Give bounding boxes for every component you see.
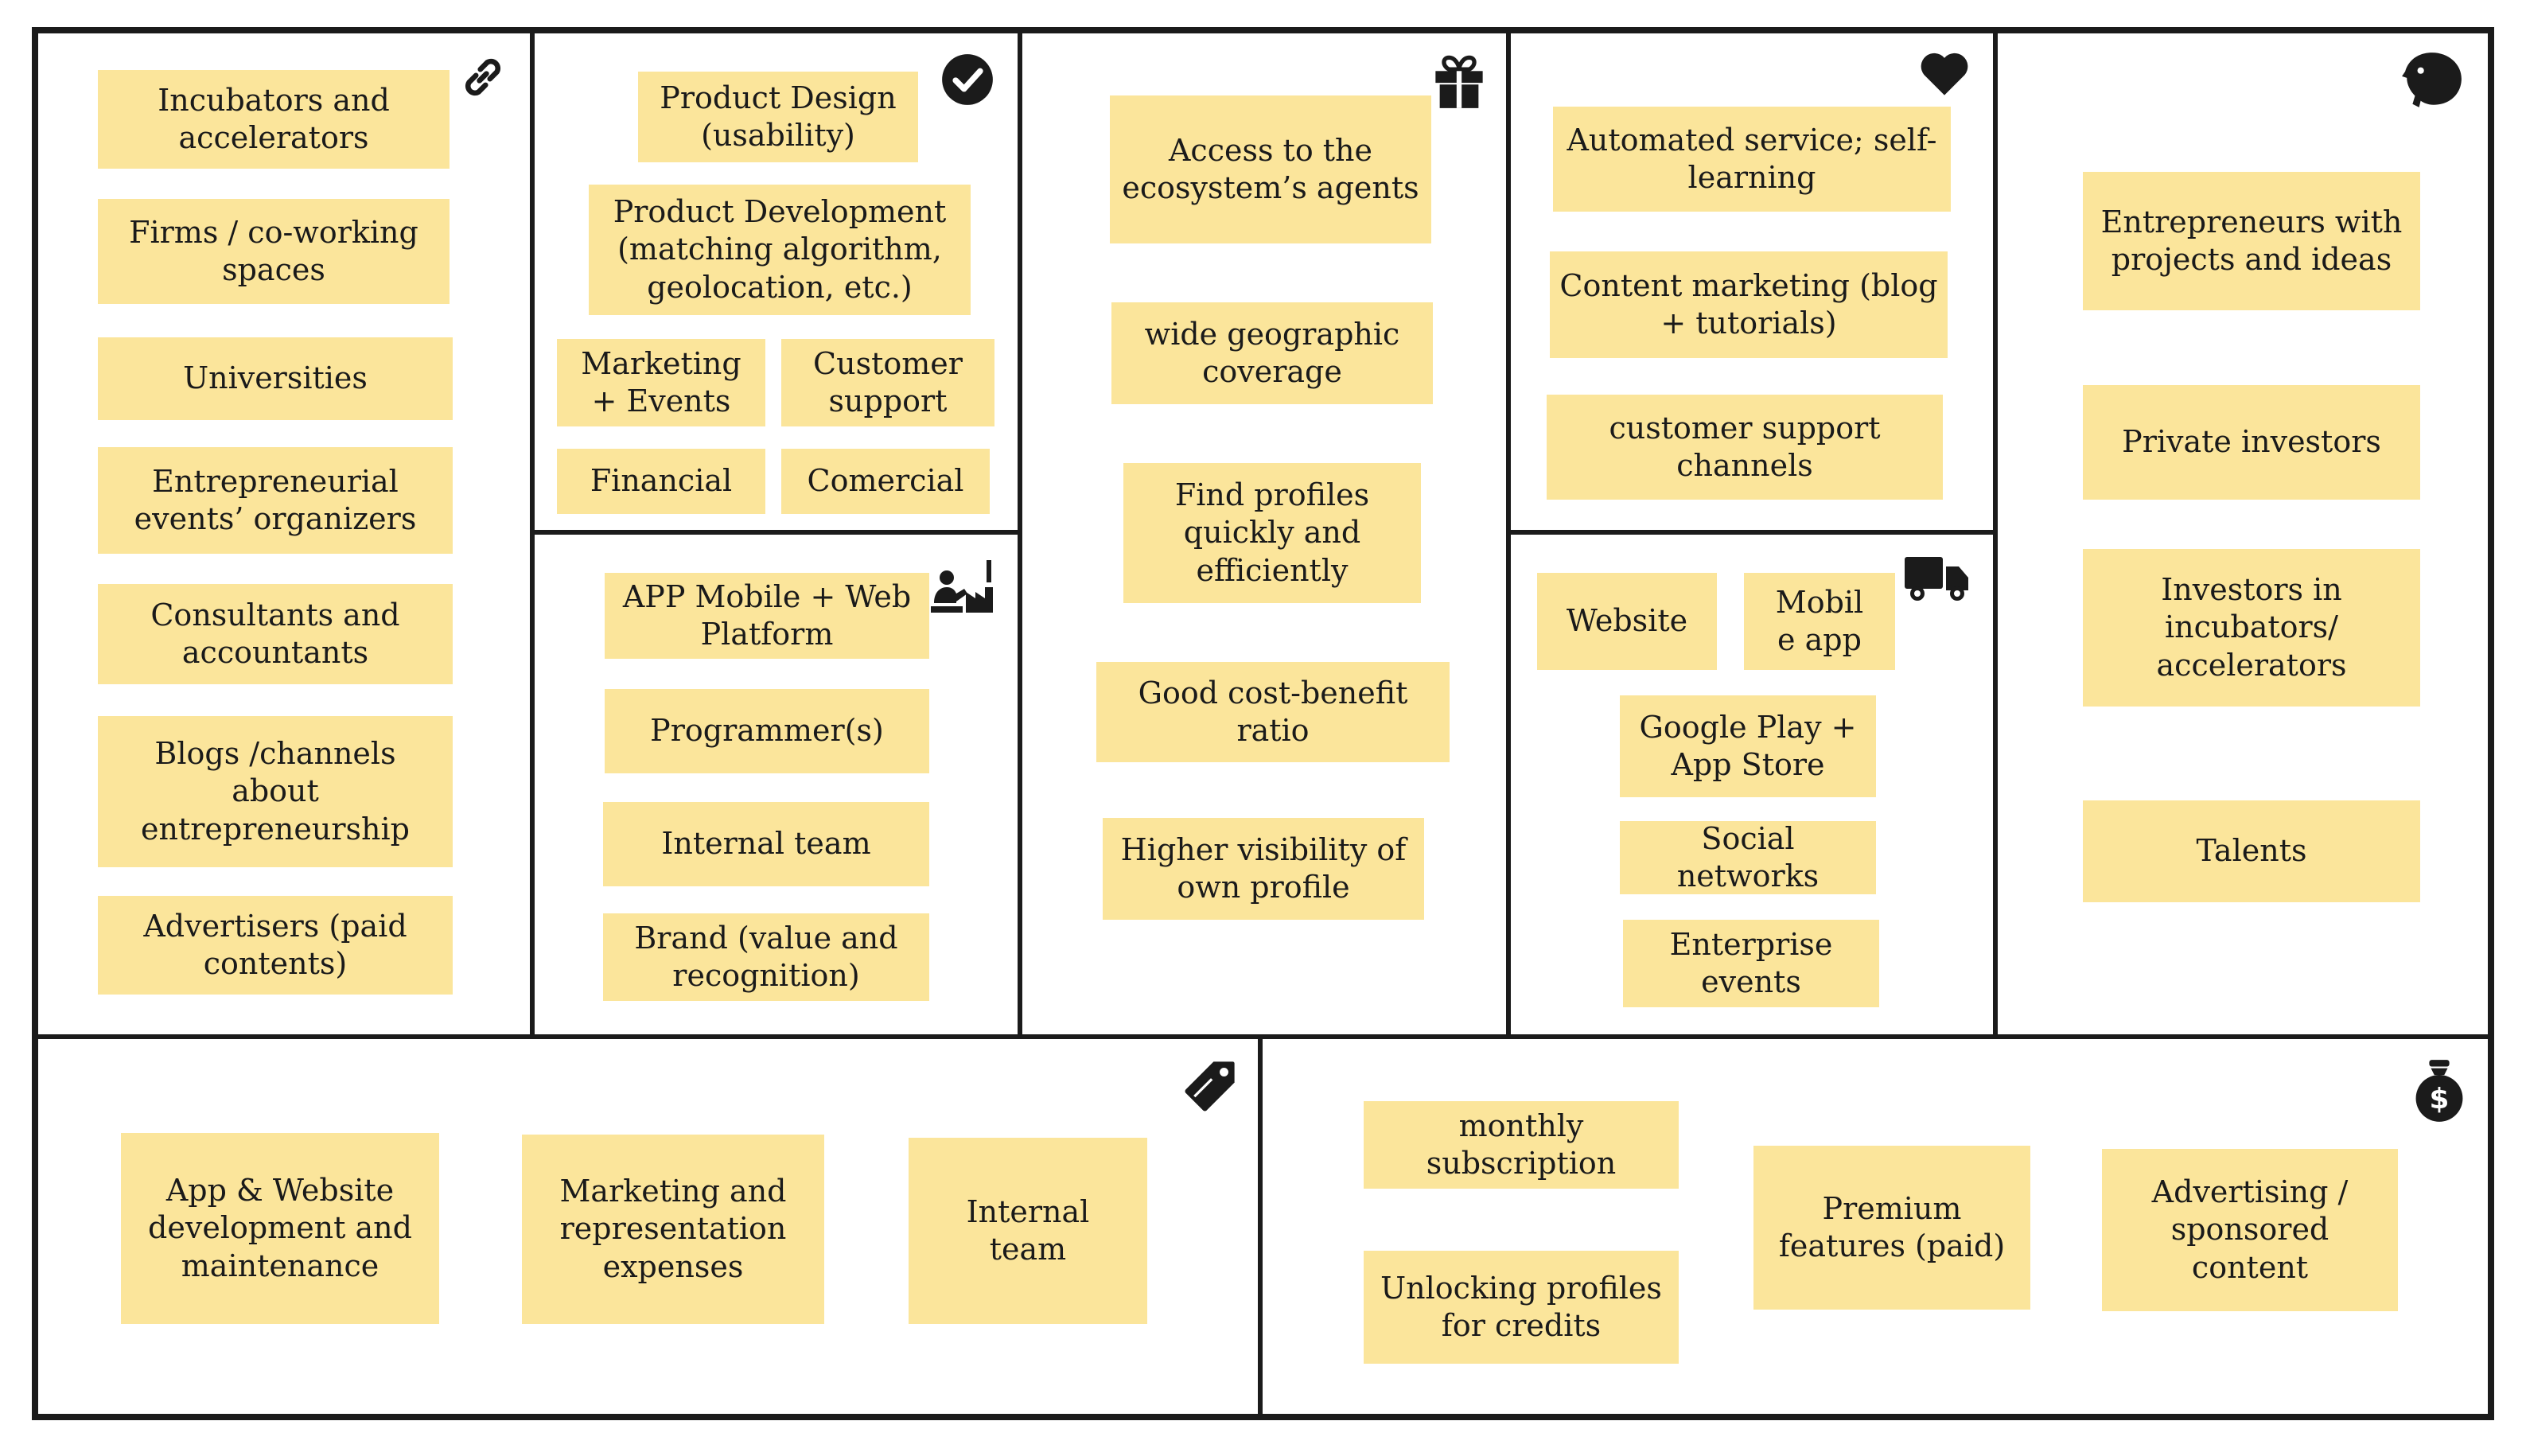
- divider-top-bottom: [35, 1034, 2491, 1039]
- key-partner-note: Firms / co-working spaces: [98, 199, 450, 304]
- key-resource-note: Internal team: [603, 802, 929, 886]
- key-partner-note: Entrepreneurial events’ organizers: [98, 447, 453, 554]
- key-resource-note: Brand (value and recognition): [603, 913, 929, 1001]
- money-bag-icon: $: [2412, 1058, 2466, 1123]
- channel-note: Google Play + App Store: [1620, 695, 1876, 797]
- customer-segment-note: Talents: [2083, 800, 2420, 902]
- channel-note: Mobil e app: [1744, 573, 1895, 670]
- revenue-stream-note: Premium features (paid): [1753, 1146, 2030, 1310]
- divider-activities-value: [1018, 30, 1022, 1039]
- value-proposition-note: Access to the ecosystem’s agents: [1110, 95, 1431, 243]
- value-proposition-note: Good cost-benefit ratio: [1096, 662, 1450, 762]
- revenue-stream-note: Unlocking profiles for credits: [1364, 1251, 1679, 1364]
- key-resource-note: APP Mobile + Web Platform: [605, 573, 929, 659]
- value-proposition-note: Higher visibility of own profile: [1103, 818, 1424, 920]
- key-partner-note: Incubators and accelerators: [98, 70, 450, 169]
- cost-structure-note: Marketing and representation expenses: [522, 1135, 824, 1324]
- divider-partners-activities: [530, 30, 535, 1039]
- revenue-stream-note: Advertising / sponsored content: [2102, 1149, 2398, 1311]
- channel-note: Website: [1537, 573, 1717, 670]
- customer-relationship-note: customer support channels: [1547, 395, 1943, 500]
- divider-cost-revenue: [1258, 1034, 1263, 1417]
- key-partner-note: Universities: [98, 337, 453, 420]
- key-activity-note: Product Development (matching algorithm,…: [589, 185, 971, 315]
- divider-value-relationships: [1506, 30, 1511, 1039]
- customer-segment-note: Private investors: [2083, 385, 2420, 500]
- customer-relationship-note: Automated service; self- learning: [1553, 107, 1951, 212]
- heart-icon: [1917, 48, 1971, 99]
- key-activity-note: Product Design (usability): [638, 72, 918, 162]
- key-partner-note: Consultants and accountants: [98, 584, 453, 684]
- value-proposition-note: wide geographic coverage: [1111, 302, 1433, 404]
- worker-factory-icon: [929, 555, 998, 614]
- customer-segment-note: Investors in incubators/ accelerators: [2083, 549, 2420, 707]
- key-activity-note: Customer support: [781, 339, 994, 426]
- canvas-frame: [32, 27, 2494, 1420]
- checkmark-icon: [940, 53, 994, 107]
- key-activity-note: Comercial: [781, 449, 990, 514]
- divider-activities-resources: [532, 530, 1019, 535]
- price-tag-icon: [1182, 1058, 1238, 1114]
- key-partner-note: Advertisers (paid contents): [98, 896, 453, 995]
- divider-relationships-channels: [1508, 530, 1995, 535]
- channel-note: Enterprise events: [1623, 920, 1879, 1007]
- divider-relationships-segments: [1993, 30, 1998, 1039]
- value-proposition-note: Find profiles quickly and efficiently: [1123, 463, 1421, 603]
- key-activity-note: Marketing + Events: [557, 339, 765, 426]
- key-activity-note: Financial: [557, 449, 765, 514]
- cost-structure-note: App & Website development and maintenanc…: [121, 1133, 439, 1324]
- customer-relationship-note: Content marketing (blog + tutorials): [1550, 251, 1948, 358]
- revenue-stream-note: monthly subscription: [1364, 1101, 1679, 1189]
- person-head-icon: [2400, 49, 2465, 111]
- channel-note: Social networks: [1620, 821, 1876, 894]
- customer-segment-note: Entrepreneurs with projects and ideas: [2083, 172, 2420, 310]
- key-partner-note: Blogs /channels about entrepreneurship: [98, 716, 453, 867]
- delivery-truck-icon: [1903, 552, 1971, 603]
- link-icon: [455, 49, 511, 105]
- svg-text:$: $: [2430, 1083, 2450, 1115]
- cost-structure-note: Internal team: [909, 1138, 1147, 1324]
- key-resource-note: Programmer(s): [605, 689, 929, 773]
- gift-icon: [1432, 53, 1486, 110]
